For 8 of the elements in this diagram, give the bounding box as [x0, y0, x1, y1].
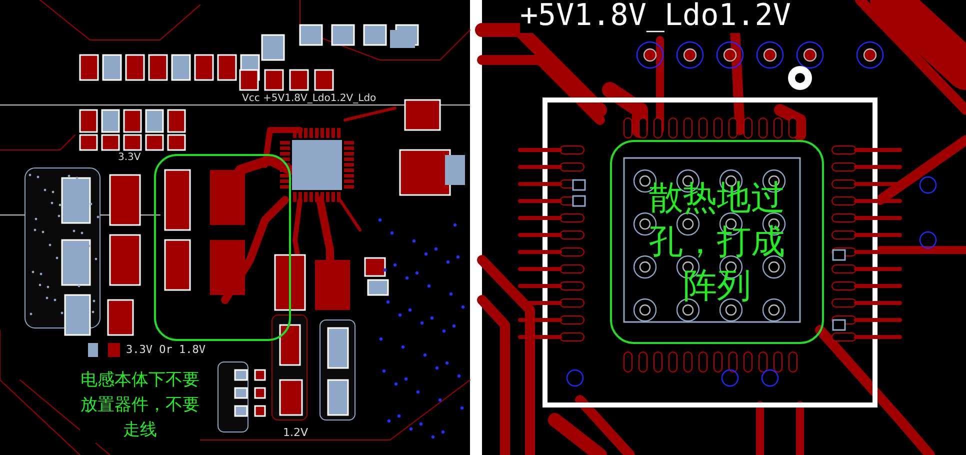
annotation-text: 电感本体下不要放置器件，不要走线	[80, 368, 200, 443]
silkscreen-label: 1.2V	[283, 426, 308, 439]
silkscreen-label: 3.3V Or 1.8V	[126, 343, 206, 356]
silkscreen-label: +5V1.8V_Ldo1.2V	[520, 0, 791, 33]
silkscreen-label: Vcc +5V1.8V_Ldo1.2V_Ldo	[242, 93, 376, 104]
annotation-box	[610, 140, 824, 344]
silkscreen-label: 3.3V	[118, 152, 141, 163]
annotation-text: 散热地过孔，打成阵列	[648, 177, 786, 308]
